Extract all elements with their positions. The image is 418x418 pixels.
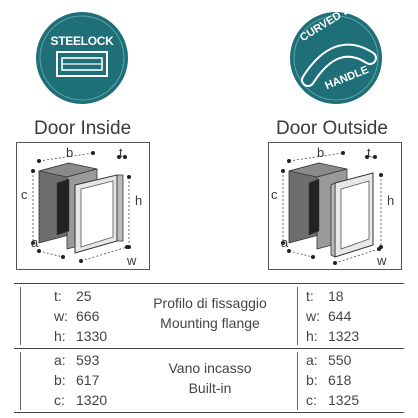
spec-key: t: <box>306 288 314 304</box>
dim-label-c: c <box>21 187 28 202</box>
steelock-icon <box>36 12 128 104</box>
table-top-rule <box>14 283 404 284</box>
spec-value: 1323 <box>328 328 360 344</box>
group-label-italian: Profilo di fissaggio <box>153 295 267 311</box>
spec-value: 1330 <box>76 328 108 344</box>
dim-label-h: h <box>387 193 395 208</box>
dim-label-w: w <box>377 253 387 268</box>
dim-label-a: a <box>281 235 289 250</box>
steelock-badge-text: STEELOCK <box>50 34 114 48</box>
door-outside-drawing <box>281 151 383 265</box>
right-divider <box>297 352 298 410</box>
spec-key: b: <box>54 372 66 388</box>
dim-label-t: t <box>119 145 123 160</box>
door-inside-drawing <box>31 151 131 263</box>
group-label-english: Built-in <box>188 380 232 396</box>
spec-key: a: <box>306 352 318 368</box>
door-outside-diagram: b t c h a w <box>268 142 402 270</box>
spec-value: 1320 <box>76 392 108 408</box>
spec-value: 1325 <box>328 392 360 408</box>
curved-handle-icon <box>290 12 382 104</box>
dim-label-h: h <box>135 193 143 208</box>
spec-key: c: <box>306 392 317 408</box>
group-label-english: Mounting flange <box>160 315 260 331</box>
dim-label-a: a <box>31 235 39 250</box>
dim-label-b: b <box>66 145 74 160</box>
door-inside-title: Door Inside <box>34 118 132 139</box>
spec-value: 25 <box>76 288 92 304</box>
spec-key: w: <box>306 308 320 324</box>
door-inside-diagram: b t c h a w <box>16 142 150 270</box>
table-bottom-rule <box>14 412 404 413</box>
spec-key: c: <box>54 392 65 408</box>
spec-value: 550 <box>328 352 352 368</box>
dim-label-t: t <box>367 145 371 160</box>
spec-key: t: <box>54 288 62 304</box>
spec-key: h: <box>306 328 318 344</box>
spec-key: h: <box>54 328 66 344</box>
spec-value: 666 <box>76 308 100 324</box>
spec-value: 617 <box>76 372 100 388</box>
table-middle-rule <box>14 348 404 349</box>
spec-value: 18 <box>328 288 344 304</box>
spec-key: w: <box>54 308 68 324</box>
left-divider <box>20 287 21 345</box>
curved-door-handle-badge: CURVED DOOR HANDLE <box>288 0 384 106</box>
spec-key: a: <box>54 352 66 368</box>
spec-value: 644 <box>328 308 352 324</box>
spec-value: 618 <box>328 372 352 388</box>
spec-value: 593 <box>76 352 100 368</box>
steelock-badge: STEELOCK <box>34 10 130 106</box>
group-label-italian: Vano incasso <box>168 360 252 376</box>
spec-key: b: <box>306 372 318 388</box>
dim-label-c: c <box>271 187 278 202</box>
door-outside-title: Door Outside <box>276 118 388 139</box>
dim-label-b: b <box>317 145 325 160</box>
right-divider <box>297 287 298 345</box>
dim-label-w: w <box>127 253 137 268</box>
left-divider <box>20 352 21 410</box>
